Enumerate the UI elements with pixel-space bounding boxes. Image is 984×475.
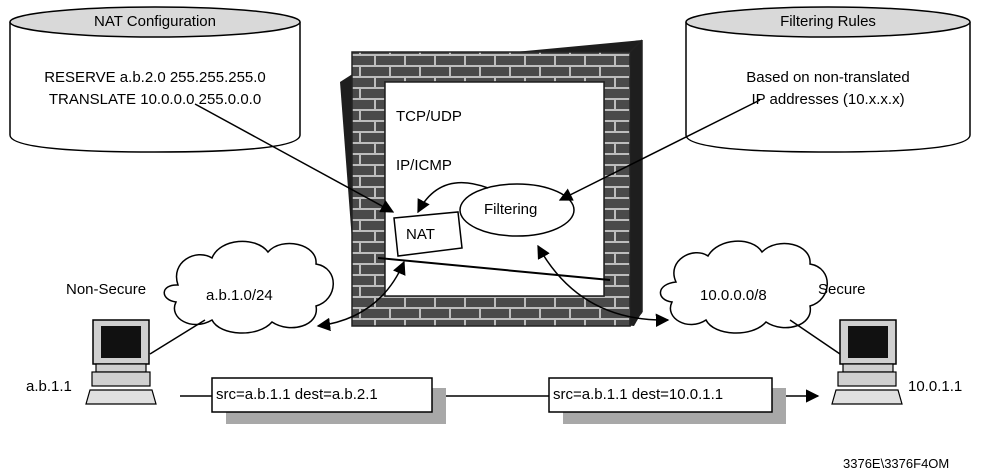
tcp-udp-label: TCP/UDP [396,108,462,125]
right-host-label: 10.0.1.1 [908,378,963,395]
nat-config-line-1: RESERVE a.b.2.0 255.255.255.0 [44,69,266,86]
left-computer-icon [85,319,206,405]
packet-right-text: src=a.b.1.1 dest=10.0.1.1 [553,386,724,403]
nat-config-title: NAT Configuration [93,13,216,30]
nat-config-cylinder [9,6,301,153]
nat-label: NAT [406,226,435,243]
filtering-rules-title: Filtering Rules [780,13,876,30]
firewall [340,39,643,327]
filtering-rules-line-2: IP addresses (10.x.x.x) [751,91,905,108]
ip-icmp-label: IP/ICMP [396,157,452,174]
filtering-rules-arrow [558,99,761,201]
filtering-rules-line-1: Based on non-translated [746,69,910,86]
left-host-label: a.b.1.1 [26,378,72,395]
right-cloud-label: 10.0.0.0/8 [700,287,767,304]
filtering-rules-cylinder [685,6,971,153]
filtering-module [459,183,575,237]
figure-id: 3376E\3376F4OM [843,456,950,471]
left-cloud [163,240,334,334]
right-computer-icon [789,319,903,405]
packet-left-box [211,377,433,413]
right-cloud [659,240,828,334]
packet-right-box [548,377,773,413]
non-secure-label: Non-Secure [66,281,147,298]
nat-config-arrow [194,103,395,213]
left-cloud-label: a.b.1.0/24 [206,287,273,304]
filtering-label: Filtering [484,201,538,218]
nat-config-line-2: TRANSLATE 10.0.0.0 255.0.0.0 [48,91,262,108]
packet-left-text: src=a.b.1.1 dest=a.b.2.1 [216,386,378,403]
nat-module [393,211,463,257]
secure-label: Secure [818,281,866,298]
right-flow-arrow [537,244,670,328]
left-flow-arrow [316,260,406,332]
filter-to-nat-arrow [417,181,489,214]
